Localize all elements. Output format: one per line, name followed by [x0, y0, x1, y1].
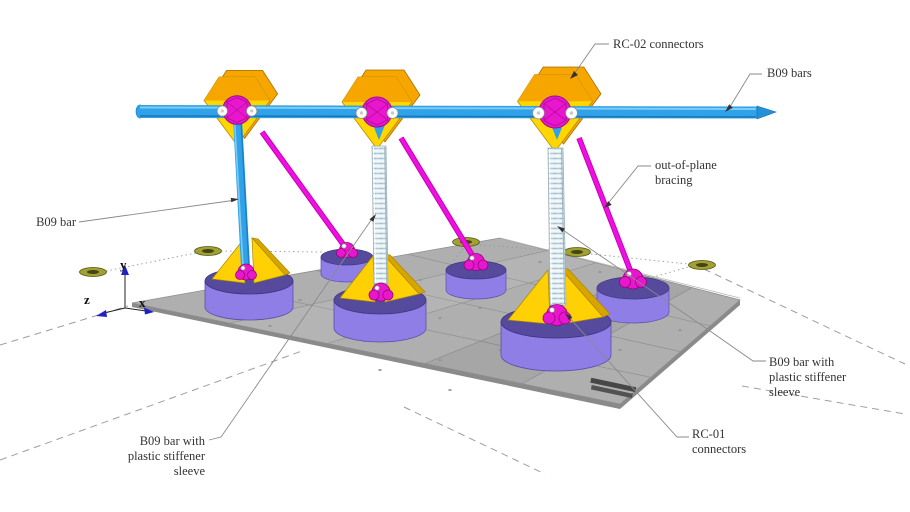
leader-b09-bar: [78, 199, 237, 223]
label-line: B09 bar with: [769, 355, 835, 369]
arrowhead: [565, 313, 573, 321]
x-axis-label: x: [139, 295, 146, 310]
arrowhead: [570, 71, 578, 79]
axis-triad: [96, 265, 154, 317]
arrowhead: [725, 104, 733, 112]
ground-plate: [131, 237, 741, 409]
rc02-connector: [355, 96, 399, 128]
rc02-connector-balls: [216, 95, 578, 129]
washer: [688, 260, 716, 270]
rc01-connectors-back: [336, 242, 647, 290]
bar-tip-top: [373, 125, 385, 140]
annotation-leaders: [78, 43, 766, 441]
label-line: sleeve: [769, 385, 801, 399]
label-line: B09 bar with: [139, 434, 205, 448]
dashed-construction-lines: [0, 268, 906, 475]
arrowhead: [604, 201, 612, 208]
construction-lines: [0, 237, 906, 475]
label-rc02-connectors: RC-02 connectors: [613, 37, 704, 51]
label-b09-bar-sleeve-left: B09 bar with plastic stiffener sleeve: [95, 434, 205, 479]
rc01-connector: [336, 242, 358, 258]
bar-pointed-tip: [756, 105, 777, 120]
base-gussets: [211, 237, 611, 325]
hex-front-plate-top-face: [342, 77, 412, 102]
label-b09-bar: B09 bar: [36, 215, 76, 229]
brace-bar: [577, 137, 636, 281]
z-axis-arrow: [96, 310, 107, 317]
label-rc01-connectors: RC-01 connectors: [692, 427, 746, 457]
rc02-connector: [216, 95, 258, 125]
leader-rc01: [566, 314, 689, 438]
label-line: plastic stiffener: [769, 370, 847, 384]
washer: [563, 247, 591, 257]
label-out-of-plane-bracing: out-of-plane bracing: [655, 158, 717, 188]
leader-sleeve-right: [559, 227, 766, 362]
label-b09-bar-sleeve-right: B09 bar with plastic stiffener sleeve: [769, 355, 846, 400]
gusset-pair: [507, 267, 611, 325]
rc01-connector: [368, 282, 394, 302]
label-b09-bars: B09 bars: [767, 66, 812, 80]
b09-horizontal-bar: [135, 104, 777, 120]
arrowhead: [230, 197, 239, 203]
washer: [194, 246, 222, 256]
y-axis-arrow: [121, 265, 129, 275]
hex-front-plate-top-face: [517, 74, 593, 102]
rc01-connector: [463, 253, 489, 271]
label-line: RC-01: [692, 427, 726, 441]
rc01-connector: [235, 263, 257, 281]
b09-bar-with-sleeve: [371, 125, 389, 291]
brace-bar: [399, 137, 479, 264]
rc01-connectors-front: [235, 263, 572, 326]
leader-rc02: [571, 43, 609, 78]
out-of-plane-braces: [259, 130, 637, 282]
brace-bar: [260, 130, 350, 253]
leader-sleeve-left: [208, 215, 375, 441]
rc02-connector: [532, 95, 578, 129]
washer: [79, 267, 107, 277]
label-line: out-of-plane: [655, 158, 717, 172]
label-line: bracing: [655, 173, 693, 187]
x-axis-arrow: [144, 307, 154, 315]
arrowhead: [557, 226, 565, 233]
arrowhead: [369, 214, 376, 222]
leader-out-of-plane: [605, 165, 651, 207]
label-line: sleeve: [173, 464, 205, 478]
leader-b09-bars: [727, 73, 762, 111]
label-line: connectors: [692, 442, 747, 456]
plate-stamp: [590, 377, 637, 399]
z-axis-line: [103, 307, 126, 314]
y-axis-label: y: [120, 257, 127, 272]
construction-line-back-edge: [499, 237, 741, 299]
b09-bar-with-sleeve: [547, 125, 567, 313]
z-axis-label: z: [84, 292, 90, 307]
x-axis-line: [124, 307, 147, 312]
label-line: plastic stiffener: [127, 449, 205, 463]
bar-tip-top: [551, 125, 563, 140]
hex-front-plate-top-face: [204, 77, 270, 101]
